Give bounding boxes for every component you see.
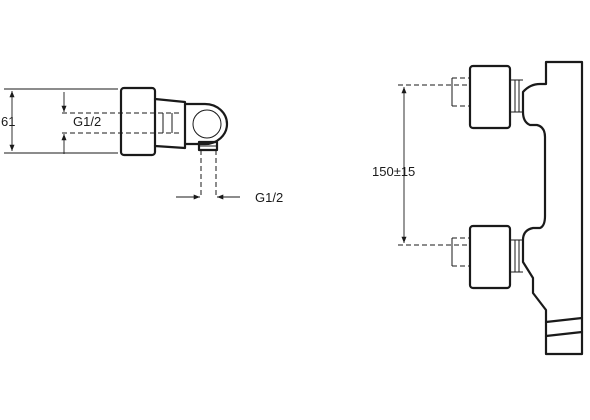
front-view: 150±15 — [372, 60, 584, 356]
side-view-knob — [119, 86, 157, 157]
side-view: 61 G1/2 G1/2 — [1, 86, 283, 205]
outlet-thread-label: G1/2 — [255, 190, 283, 205]
front-view-lower-knob — [468, 224, 512, 290]
front-view-body — [521, 60, 584, 356]
inlet-thread-label: G1/2 — [73, 114, 101, 129]
side-view-connector — [153, 97, 187, 150]
height-dimension-label: 61 — [1, 114, 15, 129]
spacing-dimension-label: 150±15 — [372, 164, 415, 179]
front-view-upper-knob — [468, 64, 512, 130]
